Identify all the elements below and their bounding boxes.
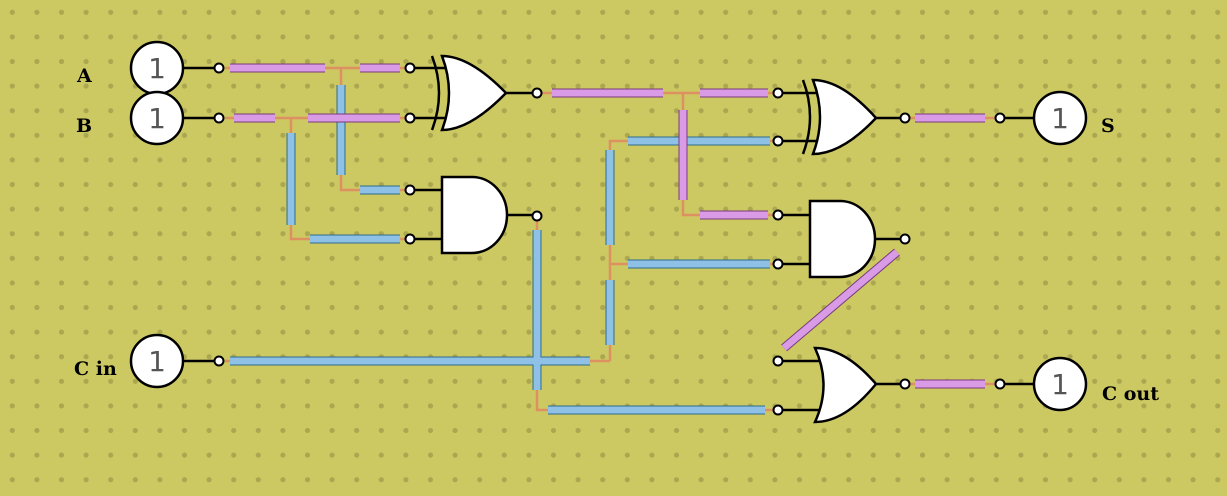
input-cin-value: 1	[148, 345, 166, 378]
output-cout-display	[1032, 356, 1088, 412]
input-a-value: 1	[148, 52, 166, 85]
input-cin-label: C in	[74, 358, 117, 380]
output-cout-label: C out	[1102, 383, 1159, 405]
output-cout: 1 C out	[1005, 356, 1159, 412]
xor-gate-1[interactable]	[410, 54, 532, 132]
input-cin[interactable]: 1 C in	[74, 333, 214, 389]
input-a[interactable]: 1 A	[76, 40, 214, 96]
input-b-label: B	[76, 115, 92, 137]
output-s-display	[1032, 90, 1088, 146]
connection-pins	[213, 62, 1006, 416]
or-gate[interactable]	[778, 346, 900, 424]
output-cout-value: 1	[1051, 368, 1069, 401]
input-b[interactable]: 1 B	[76, 90, 214, 146]
output-s-value: 1	[1051, 102, 1069, 135]
input-b-toggle[interactable]	[129, 90, 185, 146]
xor-gate-2[interactable]	[778, 78, 900, 156]
input-a-label: A	[76, 65, 92, 87]
jumper-wires	[230, 63, 985, 415]
output-s-label: S	[1101, 115, 1115, 137]
input-b-value: 1	[148, 102, 166, 135]
output-s: 1 S	[1005, 90, 1115, 146]
input-cin-toggle[interactable]	[129, 333, 185, 389]
